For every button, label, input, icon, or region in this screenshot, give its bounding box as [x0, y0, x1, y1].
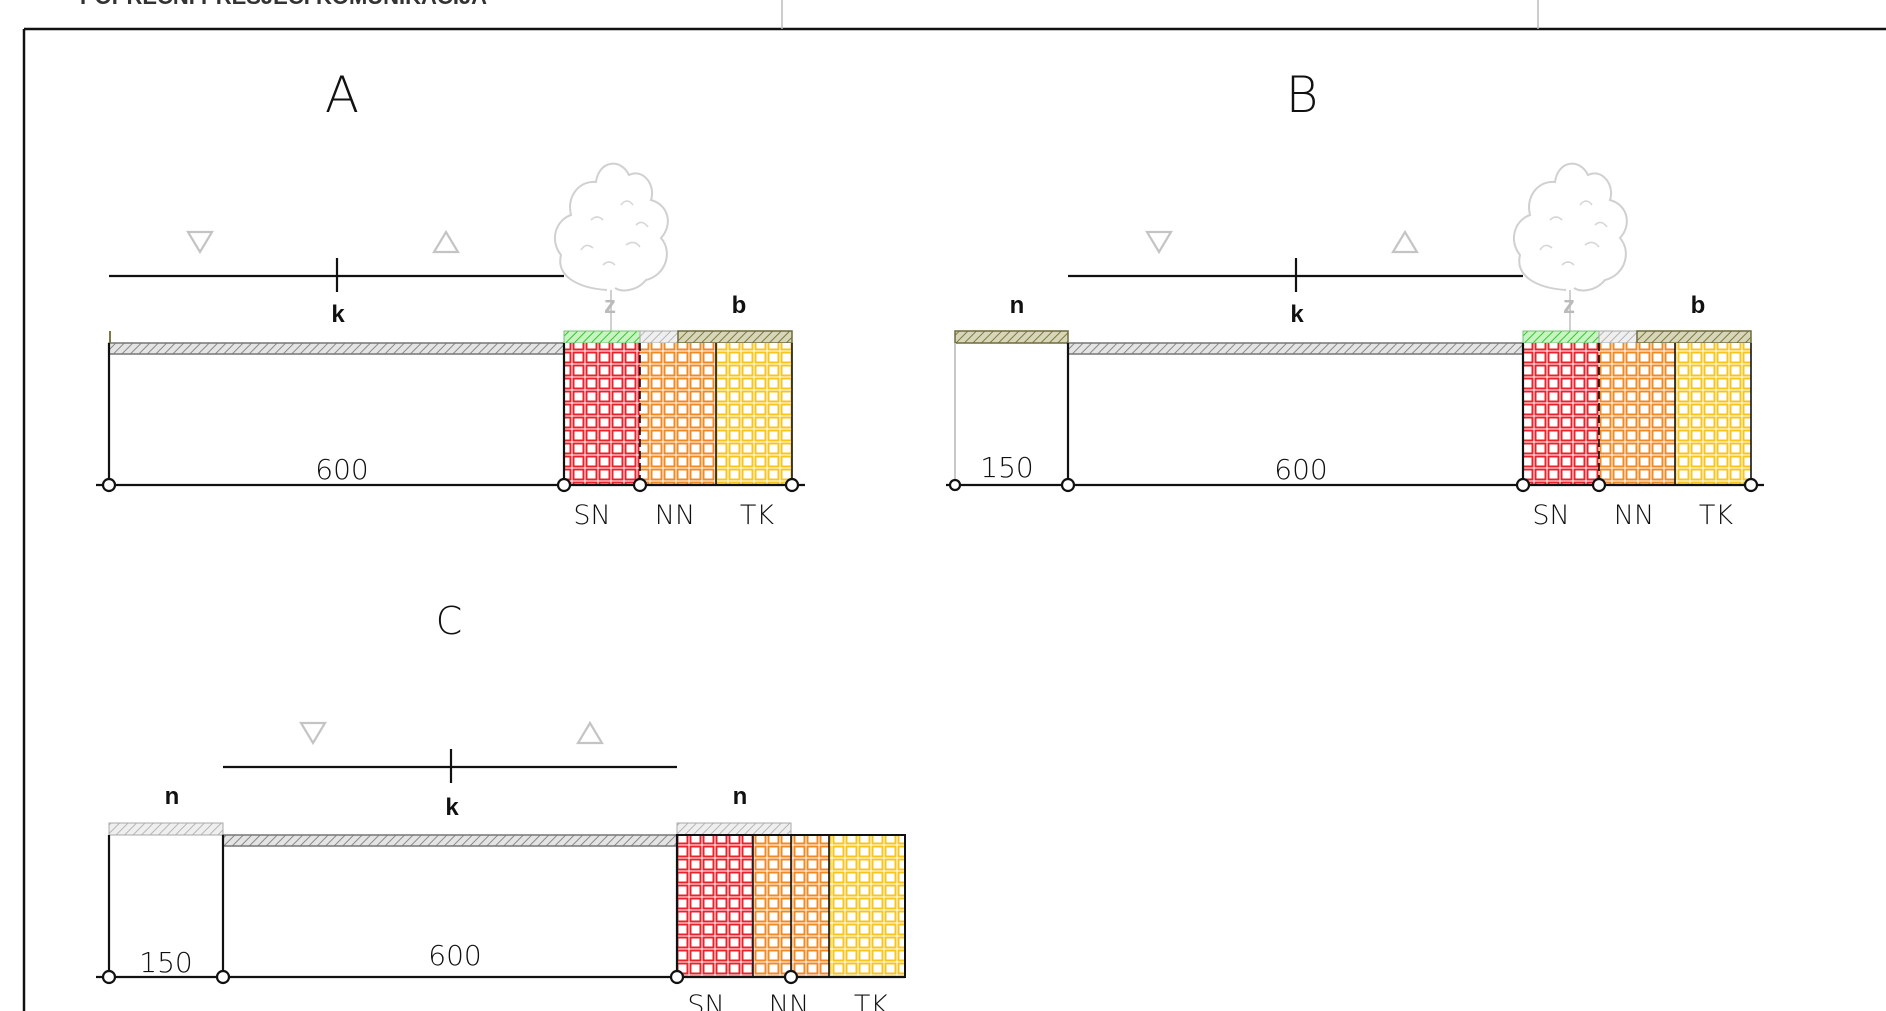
flow-up-triangle-icon — [576, 720, 604, 745]
flow-up-triangle-icon — [432, 229, 460, 254]
panel-b: B n k z b 150 600 SN NN T — [946, 66, 1764, 531]
panel-c-title: C — [436, 599, 463, 643]
zone-nn-block — [1599, 343, 1675, 485]
dimension-node — [948, 478, 962, 492]
panel-c: C n k n 150 600 SN NN TK — [96, 599, 906, 1011]
dimension-node — [1591, 477, 1607, 493]
road-surface — [108, 342, 565, 355]
dimension-node — [784, 477, 800, 493]
walkway-left — [108, 822, 224, 836]
dimension-node — [101, 477, 117, 493]
dimension-label: 150 — [139, 946, 192, 979]
panel-b-title: B — [1286, 66, 1319, 124]
dimension-node — [783, 969, 799, 985]
flow-up-triangle-icon — [1391, 229, 1419, 254]
zone-label-sn: SN — [687, 990, 724, 1011]
label-k: k — [331, 301, 345, 328]
sheet-frame: POPREČNI PRESJECI KOMUNIKACIJA — [22, 0, 1886, 1011]
label-n-left: n — [165, 783, 180, 810]
tree-icon — [1512, 162, 1628, 351]
zone-tk-block — [716, 343, 792, 485]
walkway-strip — [639, 330, 679, 344]
zone-sn-block — [1523, 343, 1599, 485]
zone-label-sn: SN — [573, 500, 610, 531]
label-z: z — [1563, 292, 1575, 319]
bike-lane — [1636, 330, 1752, 344]
zone-tk-block — [1675, 343, 1751, 485]
dimension-node — [1515, 477, 1531, 493]
dimension-node — [215, 969, 231, 985]
tree-icon — [553, 162, 669, 351]
zone-label-nn: NN — [769, 990, 809, 1011]
zone-label-tk: TK — [1699, 500, 1733, 531]
panel-a-title: A — [325, 66, 359, 124]
dimension-label: 600 — [315, 453, 368, 486]
label-b: b — [1691, 292, 1706, 319]
sheet-header-title: POPREČNI PRESJECI KOMUNIKACIJA — [80, 0, 487, 9]
green-strip — [563, 330, 641, 344]
label-k: k — [445, 794, 459, 821]
zone-nn-block — [640, 343, 716, 485]
zone-tk-block — [829, 835, 905, 977]
dimension-node — [632, 477, 648, 493]
label-k: k — [1290, 301, 1304, 328]
edge-mark — [109, 331, 111, 343]
zone-label-tk: TK — [740, 500, 774, 531]
label-n: n — [1010, 292, 1025, 319]
dimension-node — [1060, 477, 1076, 493]
zone-label-sn: SN — [1532, 500, 1569, 531]
dimension-label: 600 — [428, 939, 481, 972]
bike-lane — [677, 330, 793, 344]
zone-label-nn: NN — [1614, 500, 1654, 531]
dimension-node — [1743, 477, 1759, 493]
zone-sn-block — [677, 835, 753, 977]
road-surface — [222, 834, 678, 847]
road-surface — [1067, 342, 1524, 355]
label-n-right: n — [733, 783, 748, 810]
flow-down-triangle-icon — [186, 230, 214, 255]
label-z: z — [604, 292, 616, 319]
dimension-label: 600 — [1274, 453, 1327, 486]
flow-down-triangle-icon — [299, 721, 327, 746]
flow-down-triangle-icon — [1145, 230, 1173, 255]
zone-label-tk: TK — [854, 990, 888, 1011]
walkway-right — [676, 822, 792, 836]
zone-label-nn: NN — [655, 500, 695, 531]
panel-a: A k z b 600 SN NN TK — [96, 66, 805, 531]
green-strip — [1522, 330, 1600, 344]
dimension-node — [101, 969, 117, 985]
label-b: b — [732, 292, 747, 319]
dimension-label: 150 — [980, 451, 1033, 484]
zone-sn-block — [564, 343, 640, 485]
walkway-strip — [1598, 330, 1638, 344]
dimension-node — [669, 969, 685, 985]
bike-lane-left — [954, 330, 1069, 344]
dimension-node — [556, 477, 572, 493]
